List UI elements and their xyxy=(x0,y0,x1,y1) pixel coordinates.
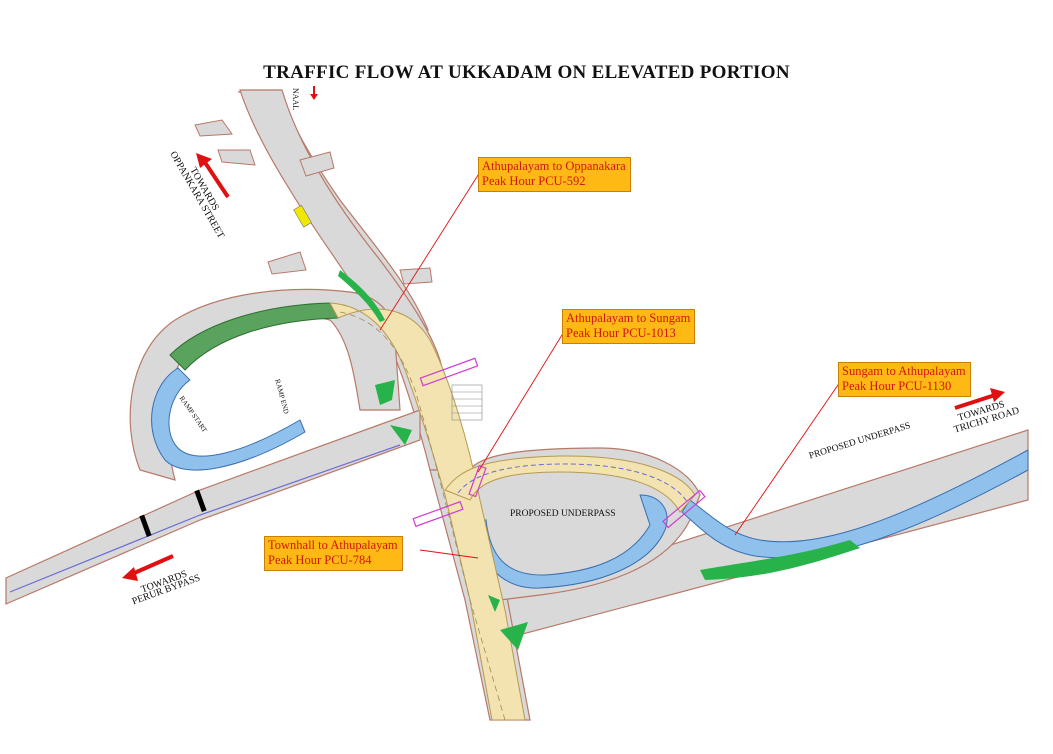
callout-1-route: Athupalayam to Oppanakara xyxy=(482,159,626,173)
callout-3-pcu: Peak Hour PCU-1130 xyxy=(842,379,952,393)
callout-4-route: Townhall to Athupalayam xyxy=(268,538,398,552)
underpass-lanes xyxy=(9,367,1029,593)
right-loop-underpass xyxy=(471,494,668,589)
side-street-1 xyxy=(194,119,233,137)
callout-4-pcu: Peak Hour PCU-784 xyxy=(268,553,372,567)
island-1 xyxy=(390,425,412,445)
underpass-loop-road xyxy=(469,447,701,601)
callout-athupalayam-oppanakara: Athupalayam to Oppanakara Peak Hour PCU-… xyxy=(478,157,631,192)
trichy-underpass xyxy=(681,449,1029,559)
left-ramp-underpass xyxy=(151,367,306,471)
side-street-5 xyxy=(399,267,433,285)
side-street-3 xyxy=(299,151,335,177)
stop-bar-2 xyxy=(194,489,207,513)
elevated-centerline xyxy=(339,311,506,721)
bypass-underpass-line xyxy=(9,444,401,593)
proposed-underpass-center-label: PROPOSED UNDERPASS xyxy=(510,509,616,519)
island-6 xyxy=(338,270,385,322)
chainage-markers xyxy=(412,357,706,529)
callout-2-route: Athupalayam to Sungam xyxy=(566,311,691,325)
side-street-4 xyxy=(267,251,307,275)
arrow-perur-head xyxy=(122,567,138,581)
page-title: TRAFFIC FLOW AT UKKADAM ON ELEVATED PORT… xyxy=(263,62,790,83)
leader-3 xyxy=(734,381,841,536)
elevated-corridor xyxy=(329,302,696,721)
leader-2 xyxy=(477,329,566,473)
island-2 xyxy=(375,380,395,405)
callout-2-pcu: Peak Hour PCU-1013 xyxy=(566,326,676,340)
arrow-perur xyxy=(131,554,174,576)
arrow-trichy xyxy=(954,393,996,410)
leader-1 xyxy=(379,171,481,331)
callout-1-pcu: Peak Hour PCU-592 xyxy=(482,174,586,188)
callout-townhall-athupalayam: Townhall to Athupalayam Peak Hour PCU-78… xyxy=(264,536,403,571)
perur-bypass-road xyxy=(5,409,421,605)
direction-arrows xyxy=(122,86,1005,581)
hatched-zone xyxy=(451,384,483,421)
stop-bar-1 xyxy=(139,514,152,538)
traffic-islands xyxy=(338,270,860,650)
callout-athupalayam-sungam: Athupalayam to Sungam Peak Hour PCU-1013 xyxy=(562,309,696,344)
side-street-2 xyxy=(217,149,256,166)
elevated-loop-centerline xyxy=(457,463,689,504)
leader-4 xyxy=(419,549,479,559)
arrow-top-head xyxy=(310,94,318,100)
top-road-label: NAAL xyxy=(291,88,300,111)
island-5 xyxy=(700,540,860,580)
yellow-marker xyxy=(293,204,312,228)
island-4 xyxy=(488,595,500,612)
arrow-trichy-head xyxy=(990,388,1005,402)
arrow-oppanakara-head xyxy=(196,153,212,168)
callout-leaders xyxy=(379,171,841,559)
arrow-oppanakara xyxy=(202,159,230,199)
callout-sungam-athupalayam: Sungam to Athupalayam Peak Hour PCU-1130 xyxy=(838,362,971,397)
callout-3-route: Sungam to Athupalayam xyxy=(842,364,966,378)
island-3 xyxy=(500,622,528,650)
